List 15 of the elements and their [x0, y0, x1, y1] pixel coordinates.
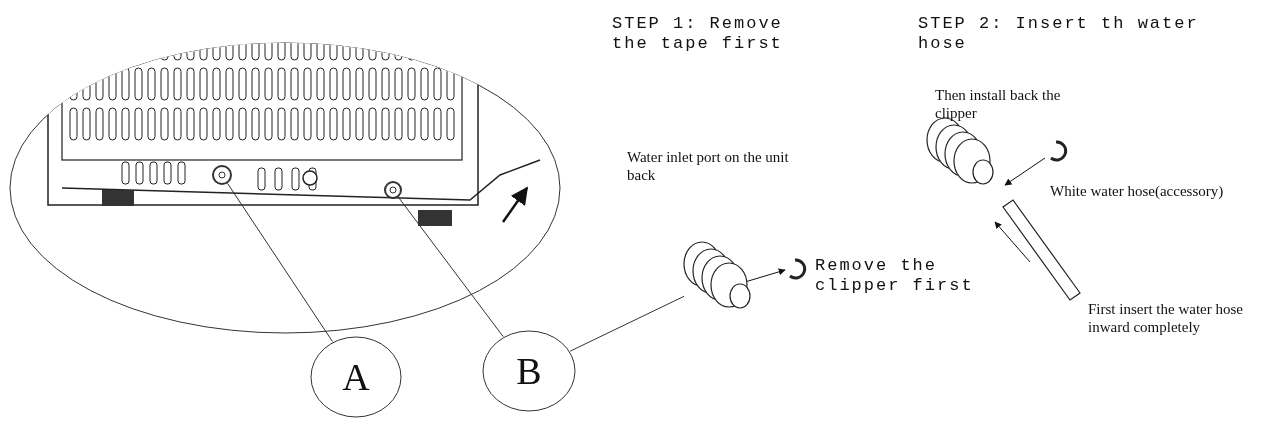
callout-letter: A — [341, 357, 371, 397]
instruction-text: Remove the clipper first — [815, 256, 975, 296]
leader-line — [569, 295, 685, 352]
instruction-text: First insert the water hose inward completely — [1088, 300, 1244, 336]
callout-letter: B — [515, 351, 543, 391]
part-label: White water hose(accessory) — [1050, 182, 1225, 200]
callout-circle — [482, 330, 576, 412]
leader-line — [397, 196, 504, 338]
leader-line — [227, 182, 334, 343]
instruction-text: Then install back the clipper — [935, 86, 1062, 122]
inlet-port — [384, 181, 402, 199]
callout-circle — [310, 336, 402, 418]
step-heading: STEP 1: Remove the tape first — [612, 14, 784, 54]
part-label: Water inlet port on the unit back — [627, 148, 790, 184]
step-heading: STEP 2: Insert th water hose — [918, 14, 1200, 54]
